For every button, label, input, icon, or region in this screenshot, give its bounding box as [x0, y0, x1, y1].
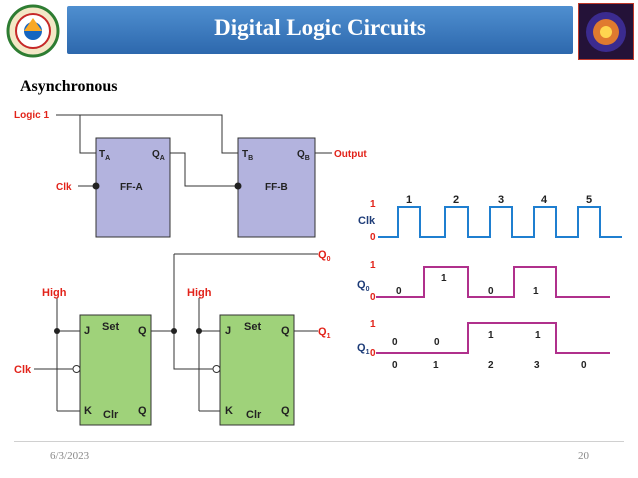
junction-dot: [171, 328, 177, 334]
clk-dot-a: [92, 182, 100, 190]
q0-wave-label: Q: [357, 279, 366, 291]
clk-dot-b: [234, 182, 242, 190]
ff-a-t: T: [99, 149, 105, 160]
count-0: 0: [392, 360, 398, 371]
svg-text:Q0: Q0: [318, 249, 331, 263]
q0-high-level: 1: [370, 260, 376, 271]
ff1-clr: Clr: [103, 409, 119, 421]
q1-low-level: 0: [370, 348, 376, 359]
footer-date: 6/3/2023: [50, 450, 90, 462]
page-number: 20: [578, 450, 589, 462]
ff-b-name: FF-B: [265, 182, 288, 193]
clk-pulse-4: 4: [541, 194, 548, 206]
clk-high-level: 1: [370, 199, 376, 210]
svg-text:Q1: Q1: [357, 342, 370, 356]
junction-dot: [54, 328, 60, 334]
ff-a-q-sub: A: [160, 155, 165, 162]
ff1-j: J: [84, 325, 90, 337]
q1-wave-label: Q: [357, 342, 366, 354]
svg-text:Q0: Q0: [357, 279, 370, 293]
count-2: 2: [488, 360, 494, 371]
ff-a-t-sub: A: [105, 155, 110, 162]
clk-waveform: [378, 206, 622, 238]
bottom-circuit: [34, 253, 318, 412]
svg-text:QA: QA: [152, 149, 165, 162]
q1-waveform: [376, 322, 610, 354]
clk-label-top: Clk: [56, 182, 72, 193]
page-title: Digital Logic Circuits: [214, 15, 426, 40]
header-bar: Digital Logic Circuits: [67, 6, 573, 54]
ff-b-t: T: [242, 149, 248, 160]
jk-ff-2-box: [219, 314, 295, 426]
q1-value-2: 0: [434, 337, 440, 348]
q1-high-level: 1: [370, 319, 376, 330]
q0-output-label: Q: [318, 249, 327, 261]
clk-pulse-1: 1: [406, 194, 412, 206]
q0-low-level: 0: [370, 292, 376, 303]
ff1-qbar: Q: [138, 405, 147, 417]
high-label-1: High: [42, 287, 67, 299]
ff-a-q: Q: [152, 149, 160, 160]
ff2-k: K: [225, 405, 233, 417]
ff-b-q-sub: B: [305, 155, 310, 162]
svg-text:Q1: Q1: [318, 326, 331, 340]
q0-value-2: 1: [441, 273, 447, 284]
decorative-image: [578, 3, 634, 60]
q0-value-1: 0: [396, 286, 402, 297]
clk-pulse-2: 2: [453, 194, 459, 206]
high-label-2: High: [187, 287, 212, 299]
logic1-label: Logic 1: [14, 110, 49, 121]
clk-pulse-3: 3: [498, 194, 504, 206]
svg-text:TB: TB: [242, 149, 253, 162]
ff-b-box: [237, 137, 316, 238]
footer-divider: [14, 441, 624, 442]
ff-a-name: FF-A: [120, 182, 143, 193]
svg-text:QB: QB: [297, 149, 310, 162]
clk-low-level: 0: [370, 232, 376, 243]
q0-output-sub: 0: [327, 256, 331, 263]
clk-bubble-1: [72, 365, 81, 373]
top-circuit: [56, 114, 332, 187]
clk-bubble-2: [212, 365, 221, 373]
ff2-j: J: [225, 325, 231, 337]
ff2-qbar: Q: [281, 405, 290, 417]
q1-output-label: Q: [318, 326, 327, 338]
output-label: Output: [334, 149, 367, 160]
university-logo: [6, 4, 60, 58]
ff2-q: Q: [281, 325, 290, 337]
ff1-k: K: [84, 405, 92, 417]
q1-value-3: 1: [488, 330, 494, 341]
section-heading: Asynchronous: [20, 78, 118, 95]
q0-value-3: 0: [488, 286, 494, 297]
ff2-set: Set: [244, 321, 261, 333]
ff-b-q: Q: [297, 149, 305, 160]
clk-pulse-5: 5: [586, 194, 592, 206]
q0-value-4: 1: [533, 286, 539, 297]
ff-a-box: [95, 137, 171, 238]
q0-waveform: [376, 266, 610, 298]
ff1-q: Q: [138, 325, 147, 337]
q1-output-sub: 1: [327, 333, 331, 340]
count-1: 1: [433, 360, 439, 371]
circuit-diagram: Logic 1 Clk TA QA FF-A TB QB FF-B Output…: [14, 110, 622, 426]
junction-dot: [196, 328, 202, 334]
ff-b-t-sub: B: [248, 155, 253, 162]
jk-ff-1-box: [79, 314, 152, 426]
q1-wave-label-sub: 1: [366, 349, 370, 356]
svg-text:TA: TA: [99, 149, 110, 162]
q1-value-1: 0: [392, 337, 398, 348]
q0-wave-label-sub: 0: [366, 286, 370, 293]
clk-wave-label: Clk: [358, 215, 376, 227]
q1-value-4: 1: [535, 330, 541, 341]
ff2-clr: Clr: [246, 409, 262, 421]
count-4: 0: [581, 360, 587, 371]
count-3: 3: [534, 360, 540, 371]
clk-label-bottom: Clk: [14, 364, 32, 376]
ff1-set: Set: [102, 321, 119, 333]
